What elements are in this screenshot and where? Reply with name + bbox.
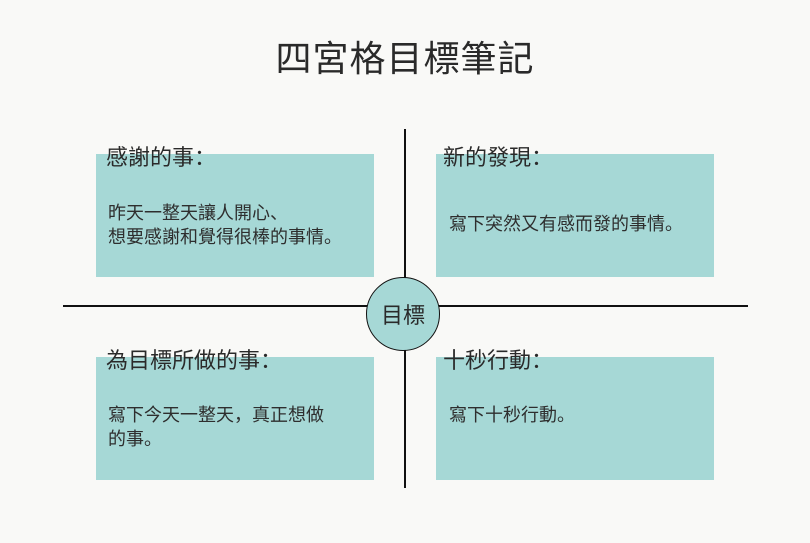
center-goal-label: 目標 [380, 304, 425, 329]
center-goal-circle: 目標 [366, 277, 440, 351]
text-line: 寫下十秒行動。 [449, 405, 575, 426]
text-actions-for-goal: 寫下今天一整天，真正想做 的事。 [108, 404, 324, 452]
text-line: 昨天一整天讓人開心、 [108, 203, 288, 224]
text-thanks: 昨天一整天讓人開心、 想要感謝和覺得很棒的事情。 [108, 202, 342, 250]
text-line: 想要感謝和覺得很棒的事情。 [108, 227, 342, 248]
quadrant-box-discovery [436, 154, 714, 277]
quadrant-box-thanks [96, 154, 374, 277]
text-ten-second-action: 寫下十秒行動。 [449, 404, 575, 428]
text-line: 寫下突然又有感而發的事情。 [449, 214, 683, 235]
heading-discovery: 新的發現： [443, 146, 554, 171]
heading-ten-second-action: 十秒行動： [443, 349, 554, 374]
page-title: 四宮格目標筆記 [275, 39, 535, 80]
quadrant-box-actions-for-goal [96, 357, 374, 480]
heading-actions-for-goal: 為目標所做的事： [106, 349, 283, 374]
text-line: 的事。 [108, 429, 162, 450]
text-line: 寫下今天一整天，真正想做 [108, 405, 324, 426]
heading-thanks: 感謝的事： [106, 146, 217, 171]
text-discovery: 寫下突然又有感而發的事情。 [449, 213, 683, 237]
quadrant-box-ten-second-action [436, 357, 714, 480]
